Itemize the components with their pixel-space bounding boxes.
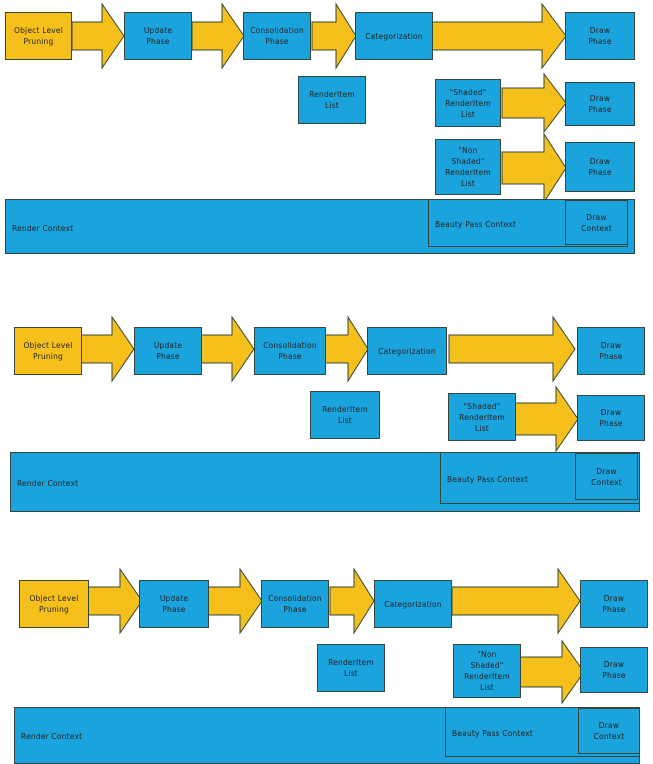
node-draw-phase-non-shaded[interactable]: Draw Phase (565, 142, 635, 192)
node-update-phase[interactable]: Update Phase (134, 327, 202, 375)
node-shaded-renderitem-list[interactable]: "Shaded" RenderItem List (435, 79, 501, 127)
node-shaded-renderitem-list[interactable]: "Shaded" RenderItem List (448, 393, 516, 441)
diagram-shaded-only: Render Context Beauty Pass Context Draw … (0, 313, 653, 513)
node-draw-phase-non-shaded[interactable]: Draw Phase (580, 647, 648, 693)
arrow-pruning-to-update (79, 315, 135, 383)
node-categorization[interactable]: Categorization (355, 12, 433, 60)
arrow-categorization-to-draw-phase (451, 567, 581, 635)
arrow-consolidation-to-categorization (329, 567, 375, 635)
node-draw-phase-main[interactable]: Draw Phase (565, 12, 635, 60)
render-context-label: Render Context (17, 479, 79, 488)
render-context-label: Render Context (21, 732, 83, 741)
arrow-categorization-to-draw-phase (448, 315, 576, 383)
diagram-both-lists: Render Context Beauty Pass Context Draw … (0, 0, 653, 270)
render-context-label: Render Context (12, 224, 74, 233)
arrow-shaded-list-to-draw-phase (501, 72, 567, 134)
node-draw-phase-main[interactable]: Draw Phase (580, 580, 648, 628)
node-object-level-pruning[interactable]: Object Level Pruning (14, 327, 82, 375)
node-object-level-pruning[interactable]: Object Level Pruning (5, 12, 72, 60)
arrow-non-shaded-list-to-draw-phase (519, 639, 585, 705)
arrow-update-to-consolidation (191, 2, 245, 70)
beauty-pass-context-label: Beauty Pass Context (435, 220, 517, 229)
node-renderitem-list[interactable]: RenderItem List (310, 391, 380, 439)
beauty-pass-context-label: Beauty Pass Context (447, 475, 529, 484)
beauty-pass-context-label: Beauty Pass Context (452, 729, 534, 738)
arrow-shaded-list-to-draw-phase (513, 385, 579, 453)
arrow-pruning-to-update (71, 2, 125, 70)
node-consolidation-phase[interactable]: Consolidation Phase (254, 327, 326, 375)
node-consolidation-phase[interactable]: Consolidation Phase (243, 12, 311, 60)
node-renderitem-list[interactable]: RenderItem List (317, 644, 385, 692)
draw-context-box: Draw Context (578, 708, 640, 754)
node-draw-phase-shaded[interactable]: Draw Phase (577, 395, 645, 441)
arrow-categorization-to-draw-phase (431, 2, 567, 70)
node-consolidation-phase[interactable]: Consolidation Phase (261, 580, 329, 628)
arrow-non-shaded-list-to-draw-phase (501, 132, 567, 204)
node-non-shaded-renderitem-list[interactable]: "Non Shaded" RenderItem List (435, 139, 501, 195)
arrow-update-to-consolidation (207, 567, 263, 635)
arrow-pruning-to-update (87, 567, 143, 635)
node-object-level-pruning[interactable]: Object Level Pruning (19, 580, 89, 628)
node-categorization[interactable]: Categorization (367, 327, 447, 375)
node-update-phase[interactable]: Update Phase (139, 580, 209, 628)
node-non-shaded-renderitem-list[interactable]: "Non Shaded" RenderItem List (453, 644, 521, 698)
node-renderitem-list[interactable]: RenderItem List (298, 76, 366, 124)
arrow-update-to-consolidation (199, 315, 255, 383)
node-draw-phase-shaded[interactable]: Draw Phase (565, 82, 635, 126)
node-update-phase[interactable]: Update Phase (124, 12, 192, 60)
draw-context-box: Draw Context (565, 200, 628, 245)
node-draw-phase-main[interactable]: Draw Phase (577, 327, 645, 375)
diagram-non-shaded-only: Render Context Beauty Pass Context Draw … (0, 565, 653, 764)
arrow-consolidation-to-categorization (323, 315, 369, 383)
node-categorization[interactable]: Categorization (374, 580, 452, 628)
arrow-consolidation-to-categorization (311, 2, 357, 70)
draw-context-box: Draw Context (575, 453, 638, 500)
